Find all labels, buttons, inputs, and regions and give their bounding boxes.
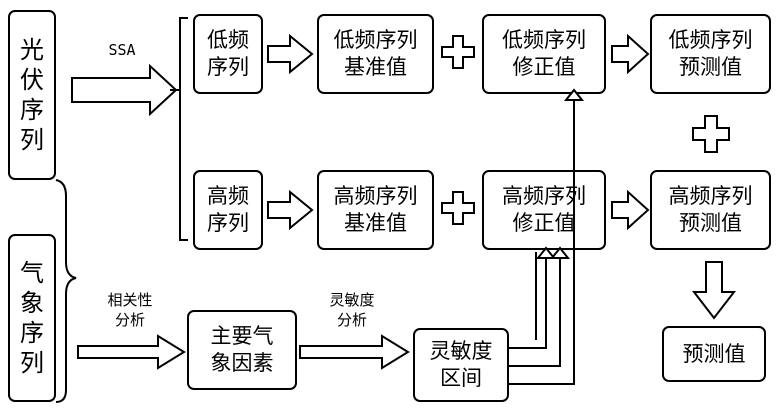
arrow-high-1	[268, 192, 312, 228]
line-to-high-corrected-2	[509, 252, 546, 348]
ssa-bracket	[180, 18, 188, 240]
arrowhead-low-corrected	[566, 90, 582, 100]
ssa-arrow	[72, 66, 176, 114]
arrow-low-2	[612, 36, 648, 72]
arrow-low-1	[268, 36, 312, 72]
arrowhead-high-1	[552, 248, 568, 258]
plus-icon-right	[693, 116, 729, 152]
arrowhead-high-2	[538, 248, 554, 258]
left-brace	[56, 180, 76, 402]
plus-icon-high	[442, 192, 474, 224]
down-arrow	[694, 262, 734, 318]
sens-arrow	[300, 336, 408, 368]
arrow-high-2	[612, 192, 648, 228]
line-to-low-corrected	[509, 94, 574, 384]
plus-icon-low	[442, 36, 474, 68]
corr-arrow	[78, 336, 184, 368]
